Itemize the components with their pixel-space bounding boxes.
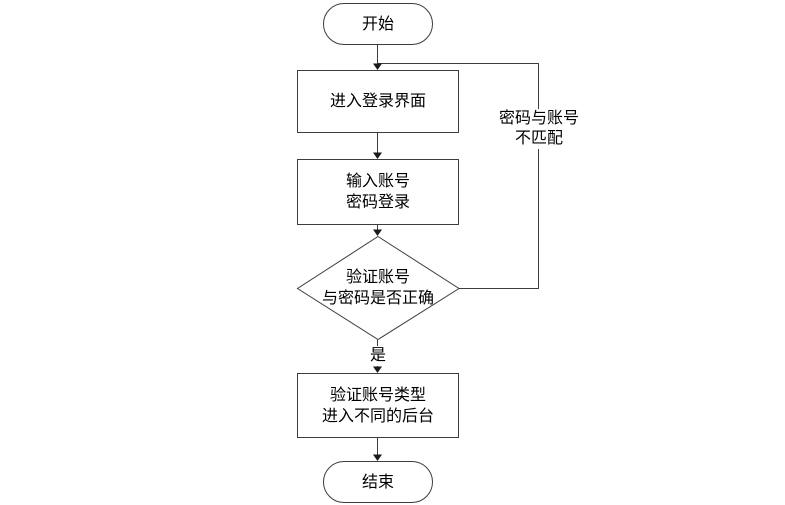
arrowhead-icon [373,454,382,461]
edge-label-no-match: 密码与账号 不匹配 [489,109,589,149]
decision-diamond-shape [296,235,460,341]
edge-label-yes: 是 [365,346,391,366]
arrowhead-icon [373,366,382,373]
node-process-verify-account-type: 验证账号类型 进入不同的后台 [297,373,459,438]
node-start-terminator: 开始 [323,3,433,45]
arrowhead-icon [373,229,382,236]
node-process-input-credentials: 输入账号 密码登录 [297,159,459,225]
node-process-enter-login: 进入登录界面 [297,70,459,133]
arrowhead-icon [373,63,382,70]
node-end-terminator: 结束 [323,461,433,503]
arrowhead-icon [373,152,382,159]
node-decision-verify-credentials: 验证账号 与密码是否正确 [321,269,434,307]
connector-no-match-loop [377,63,539,289]
